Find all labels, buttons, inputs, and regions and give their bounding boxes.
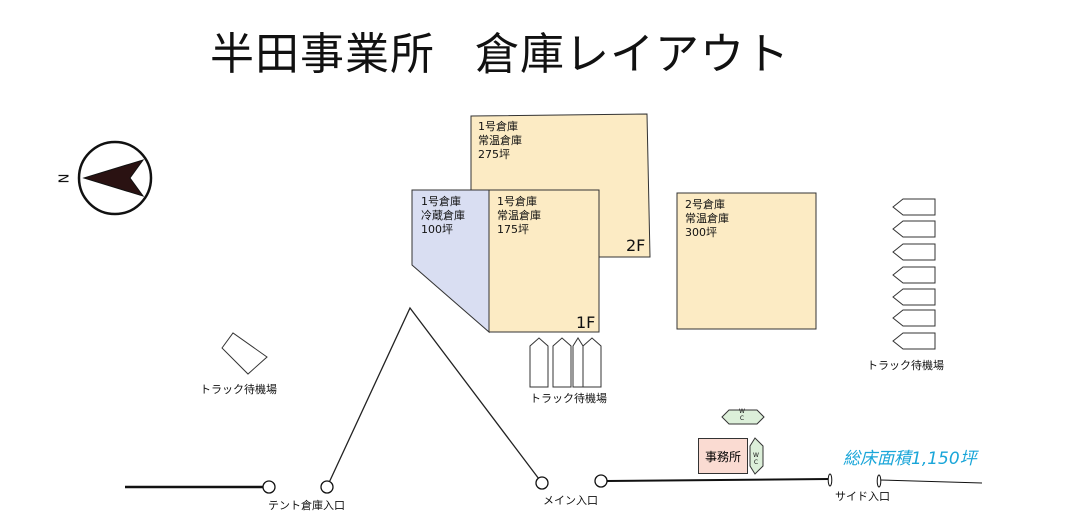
tent-route-marker [320, 480, 334, 494]
north-arrow-icon [82, 159, 145, 197]
truck-area-left-label: トラック待機場 [200, 383, 277, 396]
wc-top [721, 409, 765, 425]
main-entrance-marker [594, 474, 608, 488]
warehouse-2-label: 2号倉庫 常温倉庫 300坪 [685, 198, 729, 239]
truck-bay-left [221, 332, 268, 375]
side-entrance-marker-left [827, 473, 833, 487]
title-subtitle: 倉庫レイアウト [475, 29, 790, 80]
warehouse-1-cold-label: 1号倉庫 冷蔵倉庫 100坪 [421, 195, 465, 236]
truck-bays-right [892, 198, 936, 350]
compass [77, 140, 153, 216]
warehouse-1-1f-label: 1号倉庫 常温倉庫 175坪 [497, 195, 541, 236]
main-route-marker [535, 476, 549, 490]
compass-label: N [57, 173, 73, 184]
wc-side [749, 437, 764, 475]
page-title: 半田事業所倉庫レイアウト [210, 18, 790, 82]
tent-route-lines [326, 306, 543, 488]
truck-area-right-label: トラック待機場 [867, 359, 944, 372]
main-entrance-label: メイン入口 [543, 494, 598, 507]
tent-entrance-label: テント倉庫入口 [268, 499, 345, 512]
office-box: 事務所 [698, 438, 748, 474]
side-entrance-label: サイド入口 [835, 490, 890, 503]
floor-label-1f: 1F [576, 313, 596, 332]
boundary-center [606, 478, 830, 482]
floor-label-2f: 2F [626, 236, 646, 255]
total-area: 総床面積1,150坪 [843, 449, 977, 469]
warehouse-1-2f-label: 1号倉庫 常温倉庫 275坪 [478, 120, 522, 161]
truck-area-center-label: トラック待機場 [530, 392, 607, 405]
tent-entrance-marker [262, 480, 276, 494]
title-name: 半田事業所 [210, 29, 435, 80]
wc-side-label: W C [753, 452, 759, 466]
truck-bays-center [529, 337, 602, 388]
warehouse-2 [676, 192, 817, 330]
wc-top-label: W C [739, 408, 745, 422]
warehouse-1-1f [488, 189, 600, 333]
boundary-right [879, 479, 983, 484]
side-entrance-marker-right [876, 474, 882, 488]
